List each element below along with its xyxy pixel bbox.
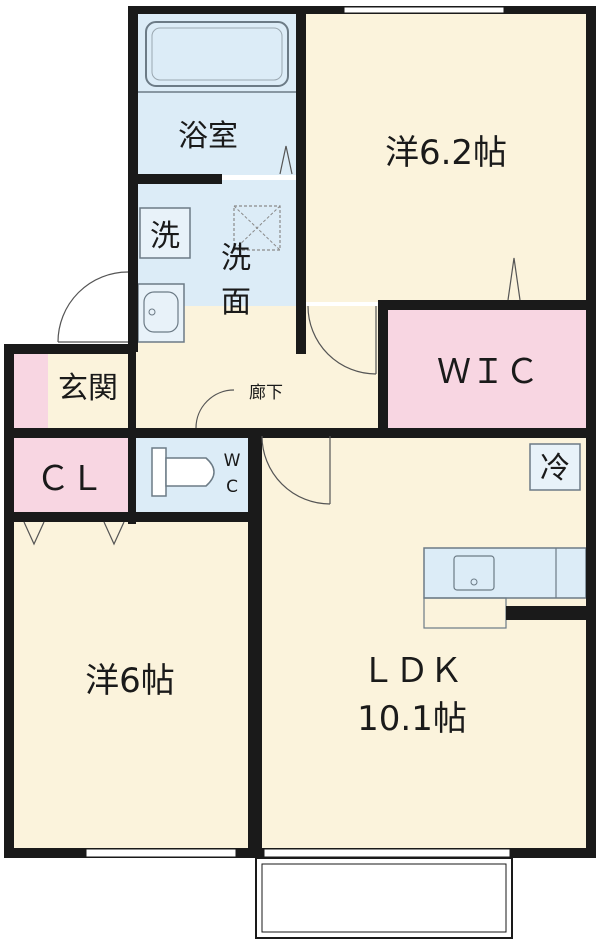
washer-pan	[233, 205, 281, 251]
label-western-room-2: 洋6帖	[85, 661, 175, 701]
window-bottom-right	[263, 848, 511, 858]
balcony-inner	[261, 863, 507, 933]
label-washer-badge: 洗	[150, 219, 180, 254]
label-wic: ＷＩＣ	[437, 352, 539, 392]
bathtub-inner	[151, 27, 283, 81]
label-western-room-1: 洋6.2帖	[385, 133, 507, 173]
doors	[23, 145, 521, 546]
kitchen-sink	[453, 555, 495, 591]
washbasin-bowl	[143, 291, 179, 333]
bathroom-floor	[136, 12, 297, 175]
label-toilet-line1: W	[224, 451, 241, 471]
kitchen-counter	[423, 547, 587, 599]
fridge-badge-box	[529, 443, 581, 491]
label-washroom-line1: 洗	[221, 241, 251, 276]
closet-floor	[12, 436, 128, 514]
label-washroom-line2: 面	[221, 285, 251, 320]
washbasin-drain	[148, 308, 156, 316]
label-ldk-size: 10.1帖	[357, 699, 467, 739]
label-entrance: 玄関	[58, 371, 118, 406]
ldk-floor	[262, 436, 587, 850]
washbasin	[137, 283, 185, 343]
label-bathroom: 浴室	[178, 119, 238, 154]
washer-pan-x2	[233, 205, 281, 251]
toilet-bowl	[165, 457, 215, 487]
label-toilet-line2: C	[226, 477, 238, 497]
window-bottom-left	[85, 848, 237, 858]
western-room-2-floor	[12, 518, 250, 850]
balcony	[255, 857, 513, 939]
bathtub	[145, 21, 289, 87]
toilet-tank	[151, 447, 167, 497]
entrance-step-floor	[48, 352, 130, 428]
wic-floor	[388, 310, 587, 428]
label-ldk: ＬＤＫ	[361, 651, 463, 691]
kitchen-drain	[470, 578, 478, 586]
label-closet: ＣＬ	[36, 459, 104, 499]
western-room-1-floor	[304, 12, 587, 302]
window-top	[343, 6, 505, 14]
label-fridge-badge: 冷	[540, 451, 570, 486]
washer-badge-box	[139, 207, 191, 259]
label-hallway: 廊下	[249, 383, 283, 403]
